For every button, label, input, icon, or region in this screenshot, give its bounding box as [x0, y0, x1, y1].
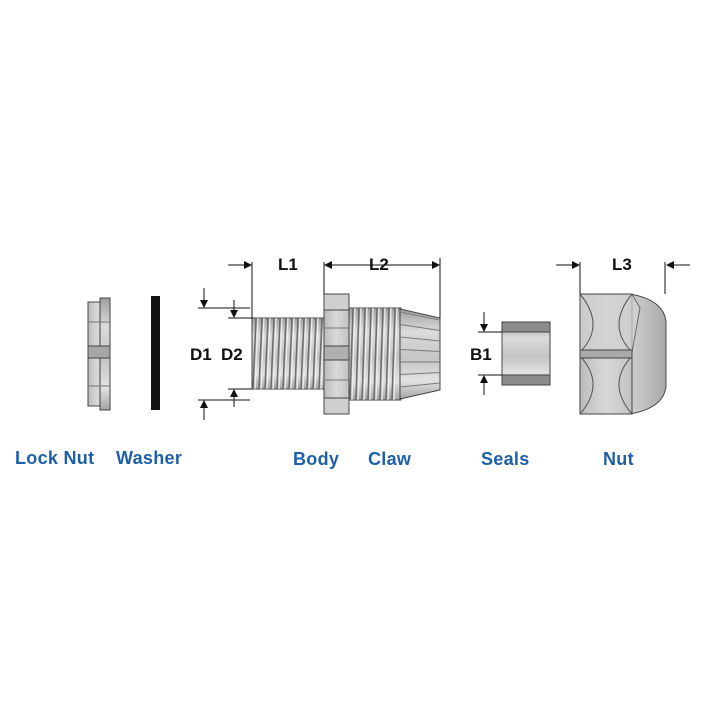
seal-drawing [501, 321, 551, 386]
washer-drawing [151, 296, 160, 410]
cap-nut-drawing [579, 293, 667, 415]
body-hex-flange-drawing [323, 293, 350, 415]
body-rear-thread-drawing [348, 307, 402, 401]
dimension-label-d1: D1 [190, 345, 212, 364]
part-label-body: Body [293, 449, 340, 469]
part-label-lock-nut: Lock Nut [15, 448, 95, 468]
dimension-label-l2: L2 [369, 255, 389, 274]
part-label-seals: Seals [481, 449, 530, 469]
part-label-claw: Claw [368, 449, 412, 469]
dimension-label-b1: B1 [470, 345, 492, 364]
dimension-label-d2: D2 [221, 345, 243, 364]
dimension-label-l1: L1 [278, 255, 298, 274]
part-label-washer: Washer [116, 448, 183, 468]
dimension-label-l3: L3 [612, 255, 632, 274]
lock-nut-drawing [87, 297, 111, 411]
body-thread-drawing [251, 317, 329, 390]
part-label-nut: Nut [603, 449, 634, 469]
claw-drawing [399, 308, 441, 400]
dimension-lines [198, 258, 690, 420]
